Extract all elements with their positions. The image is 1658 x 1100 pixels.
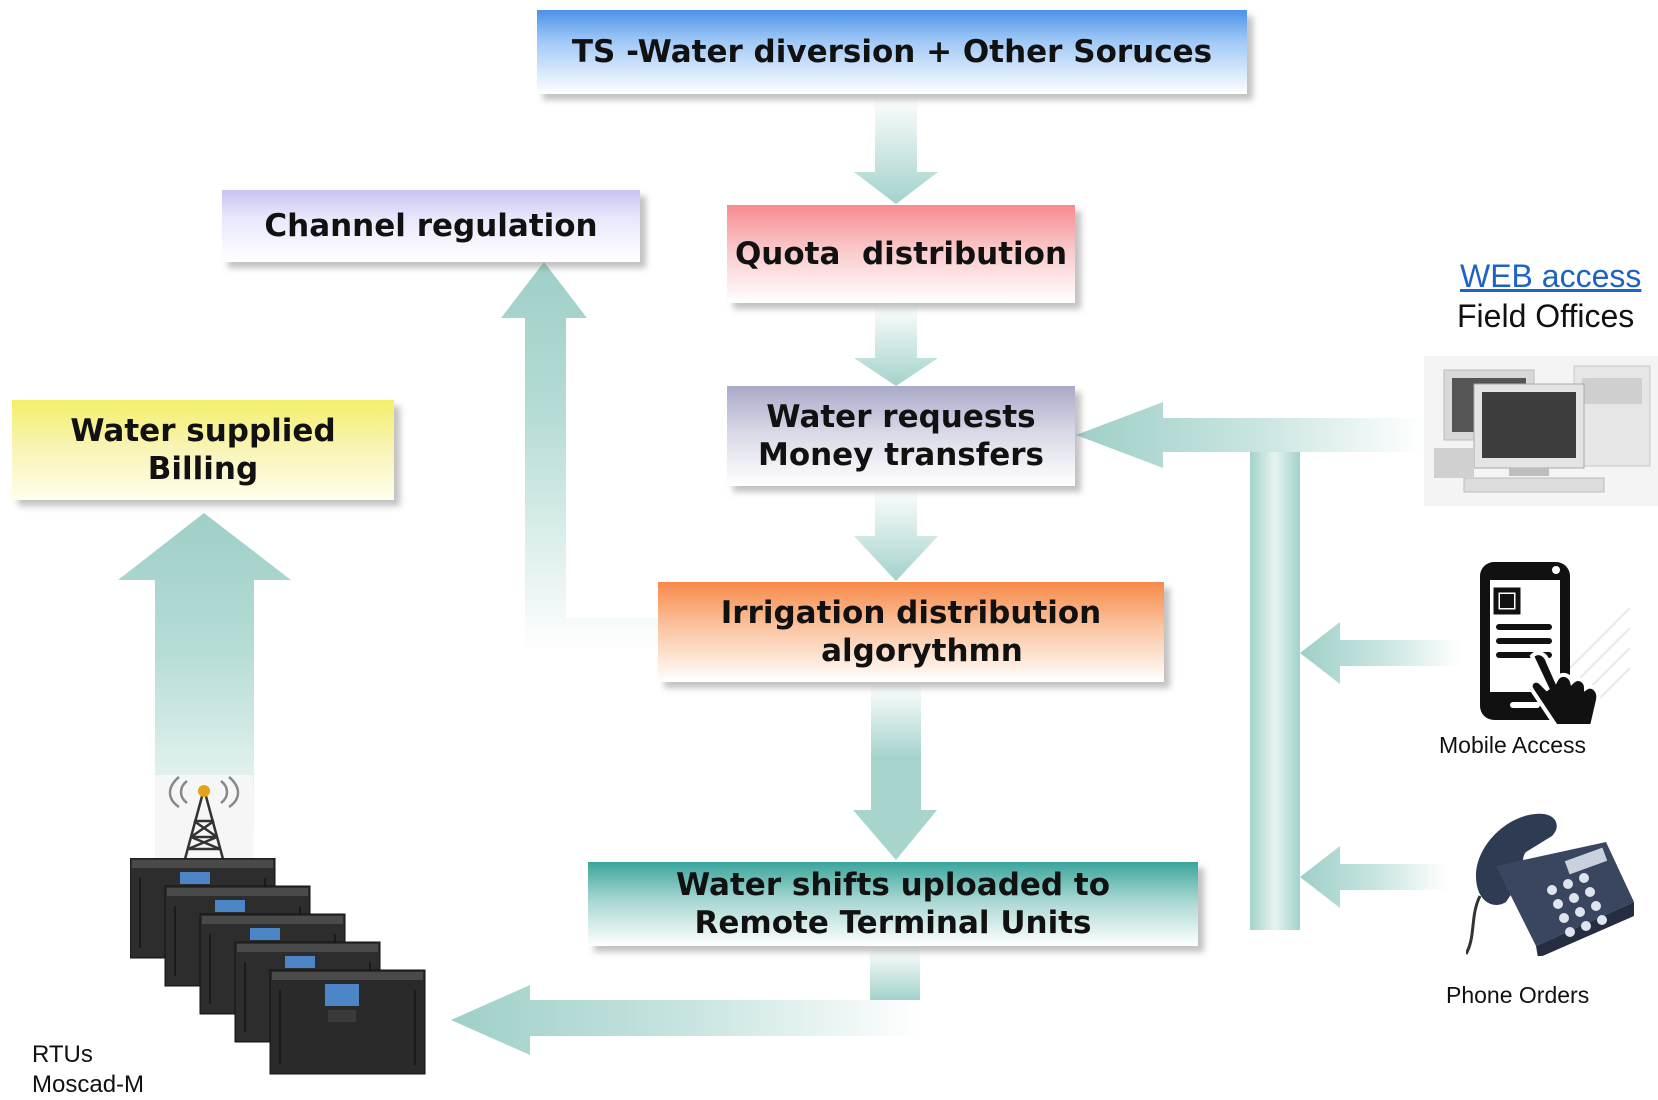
- irrigation-line1: Irrigation distribution: [720, 595, 1102, 631]
- phone-orders-label: Phone Orders: [1446, 982, 1590, 1008]
- irrigation-line2: algorythmn: [821, 633, 1023, 669]
- water-supplied-line1: Water supplied: [70, 413, 336, 449]
- water-supplied-line2: Billing: [147, 451, 259, 487]
- sources-label: TS -Water diversion + Other Soruces: [571, 34, 1213, 70]
- field-offices-label: Field Offices: [1457, 298, 1635, 334]
- mobile-access-label: Mobile Access: [1439, 732, 1587, 758]
- arrow-requests-to-irrigation: [854, 487, 938, 581]
- sources-box: TS -Water diversion + Other Soruces: [537, 10, 1247, 94]
- channel-regulation-label: Channel regulation: [264, 208, 598, 244]
- arrow-quota-to-requests: [854, 304, 938, 386]
- collector-bar: [1250, 452, 1300, 930]
- water-shifts-line2: Remote Terminal Units: [694, 905, 1092, 941]
- rtus-line2: Moscad-M: [32, 1071, 145, 1098]
- rtus-line1: RTUs: [32, 1041, 93, 1068]
- channel-regulation-box: Channel regulation: [222, 190, 640, 262]
- water-requests-line1: Water requests: [766, 399, 1036, 435]
- arrow-phone-to-bar: [1300, 846, 1448, 908]
- rtus-label: RTUs Moscad-M: [32, 1040, 144, 1100]
- water-supplied-box: Water supplied Billing: [12, 400, 394, 500]
- computer-monitors-icon: [1424, 356, 1658, 506]
- rtu-cabinets-icon: [130, 858, 426, 1075]
- radio-tower-icon: [155, 775, 253, 863]
- arrow-top-to-quota: [854, 95, 938, 204]
- arrow-mobile-to-bar: [1300, 622, 1460, 684]
- arrow-rtus-to-supplied: [118, 513, 291, 860]
- arrow-web-to-requests: [1076, 402, 1424, 468]
- water-requests-box: Water requests Money transfers: [727, 386, 1075, 486]
- water-shifts-box: Water shifts uploaded to Remote Terminal…: [588, 862, 1198, 946]
- web-access-link[interactable]: WEB access: [1460, 258, 1642, 294]
- irrigation-algorithm-box: Irrigation distribution algorythmn: [658, 582, 1164, 682]
- smartphone-touch-icon: [1480, 562, 1630, 728]
- quota-distribution-label: Quota distribution: [734, 236, 1068, 272]
- arrow-shifts-to-rtus: [870, 947, 920, 1000]
- water-requests-line2: Money transfers: [757, 437, 1045, 473]
- quota-distribution-box: Quota distribution: [727, 205, 1075, 303]
- water-shifts-line1: Water shifts uploaded to: [675, 867, 1111, 903]
- desk-phone-icon: [1466, 813, 1634, 956]
- arrow-irrigation-to-channel: [501, 262, 658, 652]
